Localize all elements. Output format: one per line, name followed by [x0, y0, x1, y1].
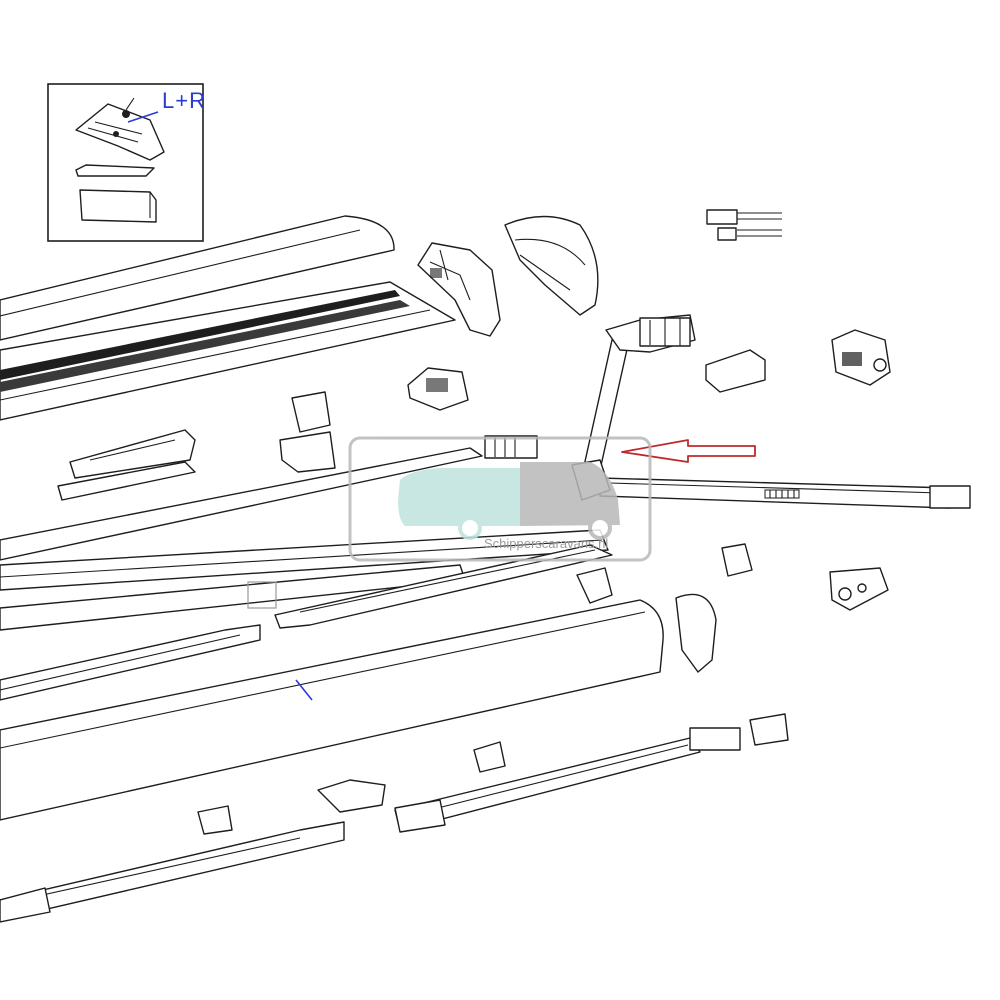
pointer-arrow-icon: [621, 439, 756, 463]
bracket-lower-mid: [317, 779, 386, 813]
support-arm-lower: [571, 459, 971, 509]
lower-arm-right: [394, 727, 741, 833]
bracket-mid-1: [576, 567, 613, 604]
rear-cover-profile: [0, 599, 664, 821]
led-connector: [706, 209, 782, 241]
wall-bracket-bottom: [829, 567, 889, 611]
arm-clip: [705, 349, 766, 393]
middle-rail-left: [0, 564, 466, 701]
end-cap-right-inner: [417, 242, 501, 337]
front-cover-profile: [0, 215, 456, 421]
bracket-clip-left: [407, 367, 469, 411]
bracket-lower-right: [749, 713, 789, 746]
mounting-rail-small: [57, 429, 196, 501]
lower-arm-left: [0, 821, 345, 923]
caravan-logo-icon: [348, 436, 652, 562]
watermark-text: Schipperscaravans.nl: [484, 536, 609, 551]
lead-bar: [0, 435, 609, 591]
inset-detail-box: [47, 83, 204, 242]
wall-bracket-top: [831, 329, 891, 386]
small-clip-mid: [247, 581, 277, 609]
end-cap-right-outer: [504, 215, 599, 316]
end-cap-lower: [675, 593, 717, 673]
hanger-clip: [279, 391, 336, 473]
left-right-label: L+R: [162, 88, 206, 113]
bracket-mid-2: [721, 543, 753, 577]
clip-lower-left: [197, 805, 233, 835]
clip-lower-mid: [473, 741, 506, 773]
